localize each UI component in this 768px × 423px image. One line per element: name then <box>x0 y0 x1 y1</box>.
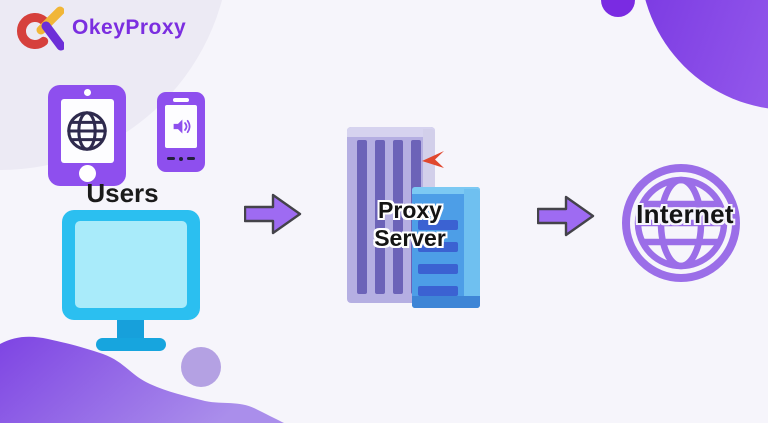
decorative-circle-top-small <box>601 0 635 17</box>
phone-buttons <box>165 156 197 161</box>
phone-button-dot <box>179 156 183 161</box>
phone-speaker-slit <box>173 98 189 102</box>
tablet-camera-dot <box>84 89 91 96</box>
proxy-server-label-line2: Server <box>374 225 446 251</box>
decorative-wave-blob-bottomleft <box>0 336 284 423</box>
monitor-stand-base <box>96 338 166 351</box>
server-slot-bar <box>418 220 458 230</box>
decorative-blob-topright <box>640 0 768 110</box>
monitor-screen <box>75 221 187 308</box>
internet-globe-icon <box>622 164 740 282</box>
users-label: Users <box>86 178 159 208</box>
building-window-stripe <box>375 140 385 294</box>
tablet-home-button <box>79 165 96 182</box>
internet-label: Internet <box>636 199 734 229</box>
arrow-shape <box>537 195 595 237</box>
monitor-stand-neck <box>117 320 144 340</box>
okeyproxy-logo-icon <box>17 6 64 51</box>
building-window-stripe <box>357 140 367 294</box>
speaker-icon <box>173 119 191 134</box>
tablet-globe-icon <box>67 111 107 151</box>
proxy-server-label: Proxy Server <box>340 196 480 252</box>
arrow-shape <box>244 193 302 235</box>
proxy-server-label-line1: Proxy <box>378 197 442 223</box>
server-slot-bar <box>418 286 458 296</box>
arrow-right-icon-proxy-to-internet <box>537 195 595 237</box>
server-building-roof <box>412 187 480 194</box>
building-window-stripe <box>393 140 403 294</box>
decorative-circle-bottom <box>181 347 221 387</box>
server-slot-bar <box>418 242 458 252</box>
phone-button-dash <box>187 157 195 160</box>
server-building-base <box>412 296 480 308</box>
flag-icon <box>422 151 444 168</box>
arrow-right-icon-users-to-proxy <box>244 193 302 235</box>
server-building-side-face <box>464 189 480 306</box>
server-slot-bar <box>418 264 458 274</box>
brand-name: OkeyProxy <box>72 16 187 39</box>
proxy-building-roof <box>347 127 435 137</box>
phone-button-dash <box>167 157 175 160</box>
